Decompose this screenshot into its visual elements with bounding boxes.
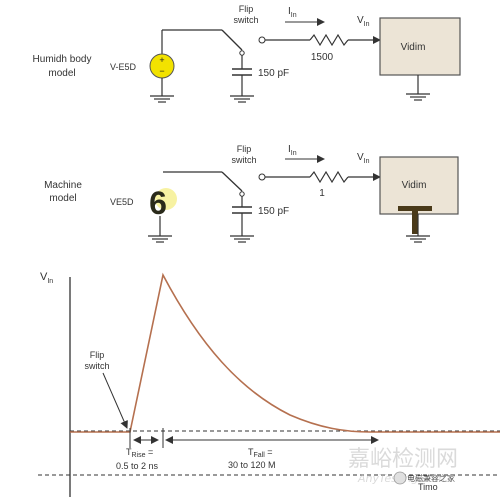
plus-icon: +	[159, 55, 164, 65]
hbm-resistor-value: 1500	[311, 52, 334, 63]
mm-load-box	[379, 156, 459, 215]
hbm-load-label: Vidim	[401, 42, 426, 53]
waveform-flip-arrow	[102, 372, 128, 429]
mm-source-symbol: 6	[149, 185, 167, 221]
mm-voltage-source: 6	[148, 171, 222, 243]
hbm-load-ground-icon	[406, 75, 430, 101]
hbm-model-label-line2: model	[48, 68, 75, 79]
human-body-model-circuit: Humidh body model + − V-E5D Flip switch	[33, 4, 461, 103]
rise-time-value: 0.5 to 2 ns	[116, 461, 159, 471]
hbm-flip-switch	[221, 29, 266, 56]
minus-icon: −	[159, 66, 164, 76]
mm-switch-label-line1: Flip	[237, 144, 252, 154]
mm-model-label-line1: Machine	[44, 180, 82, 191]
hbm-voltage-label: VIn	[357, 15, 370, 28]
hbm-capacitor	[230, 55, 254, 103]
mm-load-t-icon	[398, 206, 432, 234]
hbm-source-label: V-E5D	[110, 62, 137, 72]
mm-load-ground-icon	[406, 214, 430, 243]
mm-resistor-value: 1	[319, 188, 325, 199]
hbm-model-label-line1: Humidh body	[33, 54, 92, 65]
mm-flip-switch	[221, 171, 266, 197]
watermark-cn-text: 嘉峪检测网	[348, 447, 458, 472]
mm-voltage-label: VIn	[357, 152, 370, 165]
waveform-flip-label-line1: Flip	[90, 350, 105, 360]
hbm-capacitor-value: 150 pF	[258, 68, 289, 79]
waveform-time-label: Timo	[418, 482, 438, 492]
waveform-curve	[70, 272, 500, 433]
wechat-badge-text: 电磁兼容之家	[407, 473, 455, 483]
hbm-voltage-source: + −	[149, 29, 222, 103]
esd-waveform: VIn Timo Flip switch TRise = 0.5 to 2 ns…	[38, 271, 500, 497]
watermark: 嘉峪检测网 AnyTesting.com	[348, 447, 458, 485]
hbm-switch-label-line2: switch	[233, 15, 258, 25]
mm-capacitor-value: 150 pF	[258, 206, 289, 217]
fall-time-label: TFall =	[248, 447, 273, 459]
mm-current-label: IIn	[288, 144, 297, 157]
machine-model-circuit: Machine model 6 VE5D Flip switch	[44, 144, 459, 243]
wechat-badge: 电磁兼容之家	[393, 471, 455, 485]
hbm-resistor	[309, 33, 349, 47]
mm-model-label-line2: model	[49, 193, 76, 204]
mm-capacitor	[230, 196, 254, 243]
mm-source-label: VE5D	[110, 197, 134, 207]
hbm-load-box	[379, 17, 461, 76]
mm-switch-label-line2: switch	[231, 155, 256, 165]
hbm-switch-label-line1: Flip	[239, 4, 254, 14]
rise-time-label: TRise =	[126, 447, 153, 459]
fall-time-value: 30 to 120 M	[228, 460, 276, 470]
hbm-current-label: IIn	[288, 6, 297, 19]
mm-load-label: Vidim	[402, 180, 427, 191]
mm-resistor	[309, 170, 349, 184]
waveform-y-axis-label: VIn	[40, 271, 53, 285]
waveform-flip-label-line2: switch	[84, 361, 109, 371]
wechat-icon	[393, 471, 407, 485]
